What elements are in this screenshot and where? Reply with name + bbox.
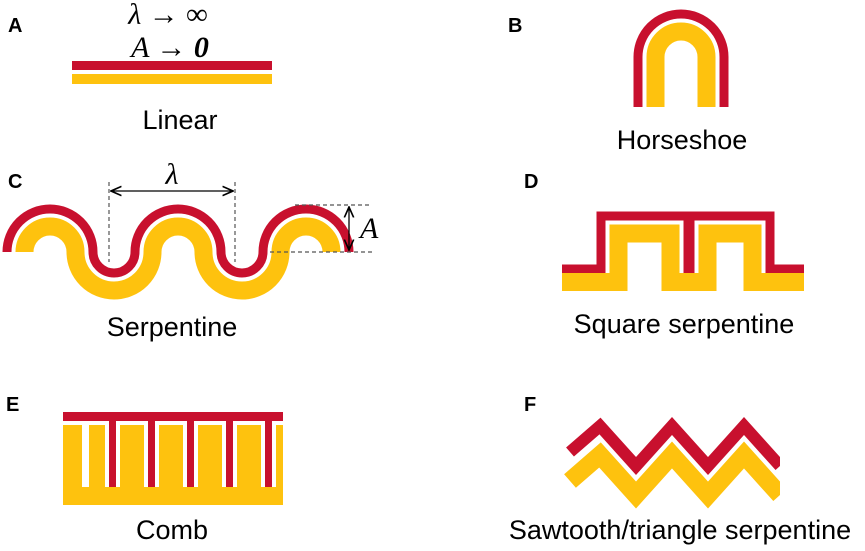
amplitude-zero-label: A → 0 <box>129 31 209 64</box>
comb-shape <box>63 412 283 505</box>
panel-a: A λ → ∞ A → 0 Linear <box>8 0 272 135</box>
panel-letter-a: A <box>8 15 22 37</box>
wavelength-label: λ <box>165 158 179 191</box>
panel-f: F Sawtooth/triangle serpentine <box>509 394 851 545</box>
caption-square-serpentine: Square serpentine <box>574 309 795 339</box>
caption-sawtooth: Sawtooth/triangle serpentine <box>509 515 851 545</box>
panel-d: D Square serpentine <box>524 171 804 339</box>
caption-comb: Comb <box>136 515 208 545</box>
lambda-infinity-label: λ → ∞ <box>127 0 207 31</box>
sawtooth-shape <box>564 417 800 510</box>
panel-letter-e: E <box>6 394 19 416</box>
square-serpentine-shape <box>562 211 804 291</box>
panel-e: E Comb <box>6 394 283 545</box>
horseshoe-shape <box>633 9 729 107</box>
panel-letter-b: B <box>508 15 522 37</box>
panel-c: C λ A Serpentine <box>2 158 379 342</box>
caption-horseshoe: Horseshoe <box>617 125 748 155</box>
panel-b: B Horseshoe <box>508 9 748 155</box>
caption-serpentine: Serpentine <box>107 312 238 342</box>
panel-letter-f: F <box>524 394 536 416</box>
caption-linear: Linear <box>142 105 217 135</box>
amplitude-dimension: A <box>270 204 379 253</box>
serpentine-shape <box>2 204 354 300</box>
panel-letter-c: C <box>8 171 22 193</box>
amplitude-label: A <box>358 212 379 245</box>
linear-strip <box>72 61 272 84</box>
wavelength-dimension: λ <box>108 158 236 262</box>
panel-letter-d: D <box>524 171 538 193</box>
